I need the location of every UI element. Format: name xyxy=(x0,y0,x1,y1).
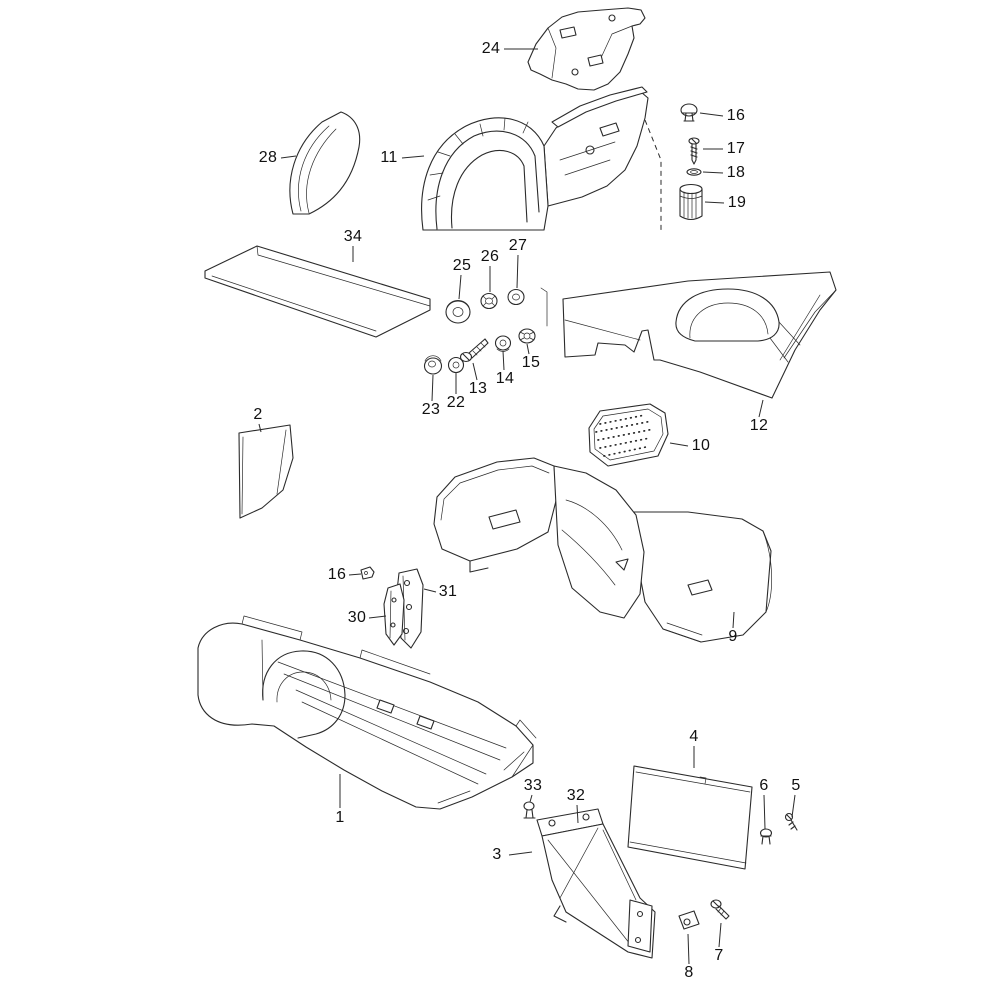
part-4-closing-panel xyxy=(627,765,753,870)
leader-line-7-31 xyxy=(718,922,722,948)
part-callout-31-20: 31 xyxy=(438,583,458,600)
part-callout-9-22: 9 xyxy=(728,628,738,645)
part-callout-28-5: 28 xyxy=(258,149,278,166)
part-30-strip xyxy=(383,583,405,646)
leader-lines xyxy=(258,48,796,965)
part-callout-3-29: 3 xyxy=(492,846,502,863)
leader-line-16-1 xyxy=(699,112,724,117)
leader-line-18-3 xyxy=(702,171,724,174)
part-callout-16-1: 16 xyxy=(726,107,746,124)
part-callout-34-7: 34 xyxy=(343,228,363,245)
leader-line-16-19 xyxy=(348,573,362,576)
part-34-sill-sheet xyxy=(204,245,431,338)
part-14-grommet-nut xyxy=(494,335,512,352)
part-callout-15-11: 15 xyxy=(521,354,541,371)
part-10-insulation-mat xyxy=(588,403,669,467)
part-callout-26-9: 26 xyxy=(480,248,500,265)
part-callout-25-8: 25 xyxy=(452,257,472,274)
leader-line-27-10 xyxy=(516,254,519,289)
part-callout-17-2: 17 xyxy=(726,140,746,157)
part-callout-33-24: 33 xyxy=(523,777,543,794)
part-callout-14-12: 14 xyxy=(495,370,515,387)
part-callout-24-0: 24 xyxy=(481,40,501,57)
part-2-side-panel xyxy=(238,424,294,519)
leader-line-14-12 xyxy=(502,350,505,371)
part-callout-11-6: 11 xyxy=(380,149,398,166)
part-callout-19-4: 19 xyxy=(727,194,747,211)
part-24-bracket-panel xyxy=(527,7,646,91)
part-15-nut xyxy=(518,328,536,344)
leader-line-15-11 xyxy=(526,343,530,355)
part-callout-16-19: 16 xyxy=(327,566,347,583)
part-13-screw xyxy=(459,338,489,363)
part-11-wheel-housing xyxy=(421,86,662,232)
part-callout-10-18: 10 xyxy=(691,437,711,454)
leader-line-28-5 xyxy=(280,155,297,159)
part-callout-27-10: 27 xyxy=(508,237,528,254)
part-callout-5-28: 5 xyxy=(791,777,801,794)
part-5-screw xyxy=(784,812,798,831)
part-27-grommet xyxy=(507,287,548,327)
part-17-screw xyxy=(688,137,700,165)
leader-line-2-17 xyxy=(258,423,262,433)
part-12-shelf-carpet xyxy=(562,271,837,399)
part-callout-1-23: 1 xyxy=(335,809,345,826)
part-callout-12-16: 12 xyxy=(749,417,769,434)
leader-line-8-30 xyxy=(687,933,690,965)
part-callout-13-13: 13 xyxy=(468,380,488,397)
part-callout-18-3: 18 xyxy=(726,164,746,181)
leader-line-3-29 xyxy=(508,851,533,856)
part-16-clip-lower xyxy=(360,566,375,580)
leader-line-10-18 xyxy=(669,442,689,447)
part-callout-6-27: 6 xyxy=(759,777,769,794)
leader-line-25-8 xyxy=(458,274,462,300)
leader-line-9-22 xyxy=(732,611,735,629)
part-1-floor-pan xyxy=(197,615,537,810)
part-callout-30-21: 30 xyxy=(347,609,367,626)
leader-line-5-28 xyxy=(791,794,796,818)
leader-line-31-20 xyxy=(423,588,437,593)
part-callout-8-30: 8 xyxy=(684,964,694,981)
part-28-arch-trim xyxy=(289,111,361,215)
leader-line-6-27 xyxy=(763,794,766,830)
part-8-nut-plate xyxy=(678,910,700,930)
part-23-grommet xyxy=(423,355,443,375)
leader-line-33-24 xyxy=(529,794,533,803)
leader-line-13-13 xyxy=(472,362,478,381)
leader-line-19-4 xyxy=(704,201,725,204)
part-6-rivet xyxy=(759,828,773,845)
part-callout-32-25: 32 xyxy=(566,787,586,804)
leader-line-11-6 xyxy=(401,155,425,159)
part-callout-7-31: 7 xyxy=(714,947,724,964)
part-9-floor-carpet xyxy=(433,457,772,643)
part-16-rivet-top xyxy=(680,103,698,122)
part-3-support-bracket xyxy=(536,808,656,959)
part-33-rivet xyxy=(523,801,536,819)
leader-line-32-25 xyxy=(576,804,579,824)
part-7-screw xyxy=(710,899,730,920)
part-26-grommet xyxy=(480,292,498,310)
part-callout-23-14: 23 xyxy=(421,401,441,418)
leader-line-30-21 xyxy=(368,615,387,619)
leader-line-23-14 xyxy=(431,374,434,402)
part-19-buffer xyxy=(679,183,703,221)
leader-line-12-16 xyxy=(758,399,764,418)
part-callout-4-26: 4 xyxy=(689,728,699,745)
part-callout-2-17: 2 xyxy=(253,406,263,423)
part-25-plug xyxy=(445,300,471,324)
part-22-washer xyxy=(447,356,465,374)
part-callout-22-15: 22 xyxy=(446,394,466,411)
part-18-washer xyxy=(686,168,702,176)
